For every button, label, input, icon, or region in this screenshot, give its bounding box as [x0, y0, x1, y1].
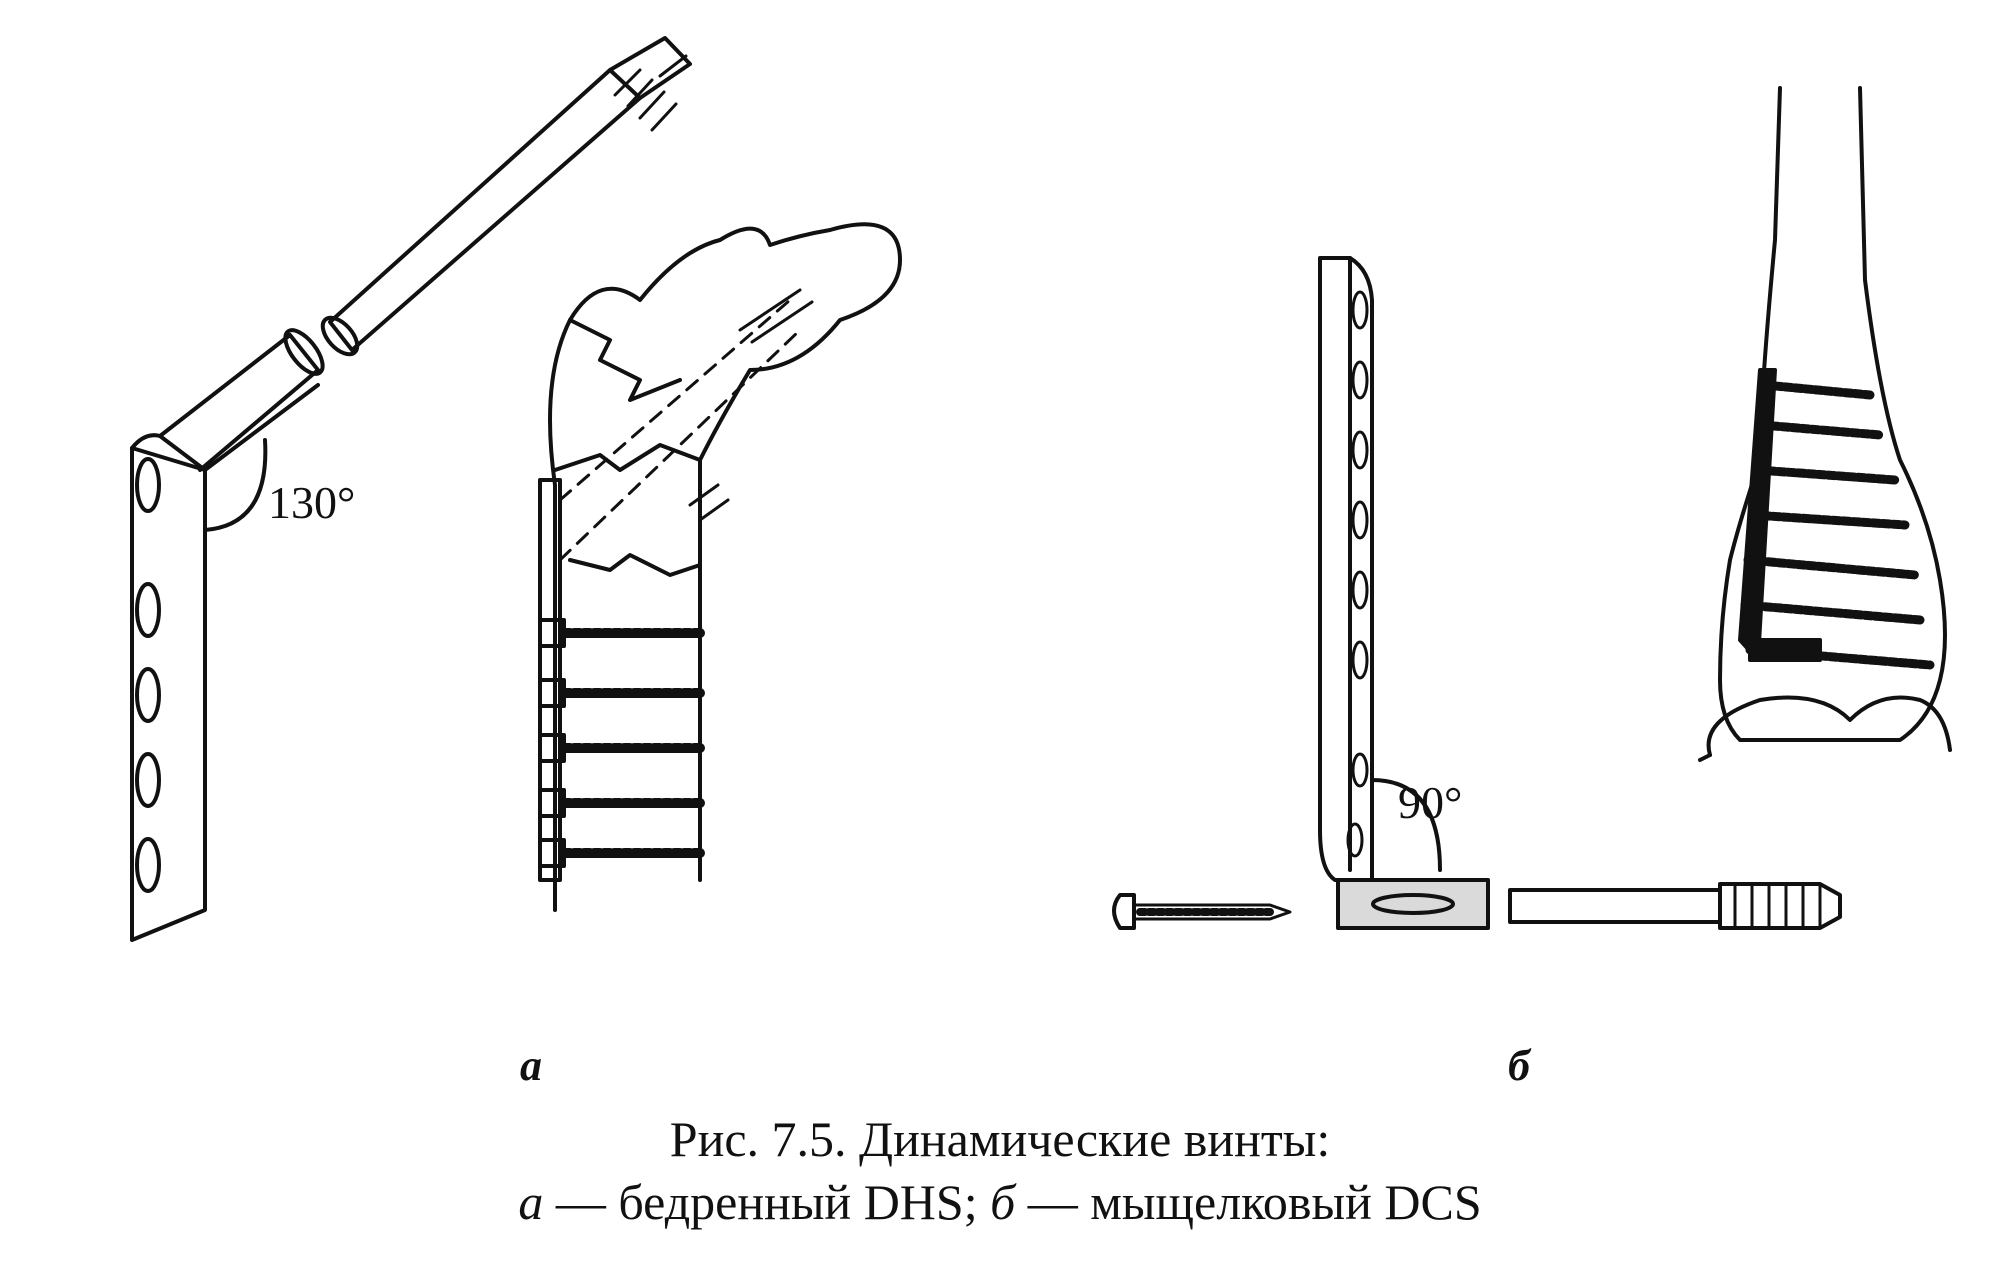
femur-distal	[1698, 86, 1952, 762]
caption-legend: а — бедренный DHS; б — мыщелковый DCS	[0, 1171, 2000, 1234]
figure-caption: Рис. 7.5. Динамические винты: а — бедрен…	[0, 1108, 2000, 1233]
panel-label-b: б	[1508, 1041, 1530, 1090]
caption-label-b: б	[990, 1173, 1016, 1230]
caption-label-a: а	[518, 1173, 544, 1230]
dhs-lag-screw	[320, 36, 692, 357]
cortical-screws	[538, 618, 705, 868]
femur-proximal	[538, 222, 902, 912]
dcs-lag-screw	[1508, 882, 1842, 930]
dhs-plate	[130, 328, 325, 942]
dcs-cortical-screw	[1112, 893, 1292, 930]
angle-label-130: 130°	[268, 477, 355, 528]
caption-title: Рис. 7.5. Динамические винты:	[669, 1111, 1331, 1167]
panel-label-a: а	[520, 1041, 542, 1090]
caption-text-a: — бедренный DHS;	[543, 1173, 991, 1230]
angle-label-90: 90°	[1398, 777, 1462, 828]
dcs-plate	[1318, 256, 1490, 930]
caption-text-b: — мыщелковый DCS	[1015, 1173, 1482, 1230]
